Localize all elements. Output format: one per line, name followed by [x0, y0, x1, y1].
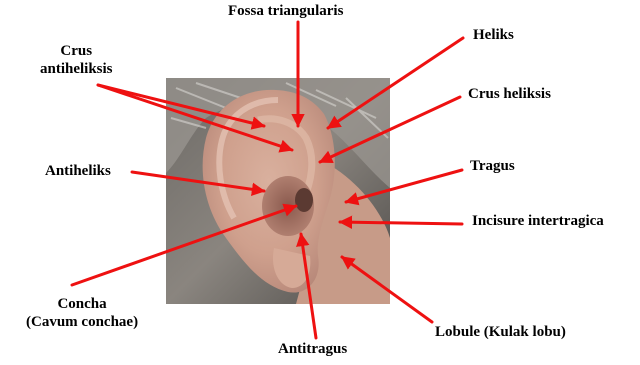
- label-tragus: Tragus: [470, 157, 515, 175]
- label-concha-line1: Concha: [26, 295, 138, 313]
- label-heliks: Heliks: [473, 26, 514, 44]
- label-incisure-intertragica: Incisure intertragica: [472, 212, 604, 230]
- label-crus-antiheliksis: Crus antiheliksis: [40, 42, 113, 78]
- label-antitragus: Antitragus: [278, 340, 347, 358]
- label-crus-line1: Crus: [40, 42, 113, 60]
- label-concha-line2: (Cavum conchae): [26, 313, 138, 331]
- label-lobule: Lobule (Kulak lobu): [435, 323, 566, 341]
- label-crus-line2: antiheliksis: [40, 60, 113, 78]
- arrow-heliks: [328, 38, 463, 128]
- arrow-antiheliks: [132, 172, 264, 191]
- arrow-crus-antiheliksis-1: [98, 85, 264, 126]
- arrow-tragus: [346, 170, 462, 202]
- arrow-antitragus: [301, 234, 316, 338]
- arrow-concha: [72, 206, 296, 285]
- label-antiheliks: Antiheliks: [45, 162, 111, 180]
- arrow-crus-heliksis: [320, 97, 460, 162]
- arrow-lobule: [342, 257, 432, 322]
- label-crus-heliksis: Crus heliksis: [468, 85, 551, 103]
- arrow-incisure-intertragica: [340, 222, 462, 224]
- arrow-crus-antiheliksis-2: [98, 85, 292, 150]
- label-concha: Concha (Cavum conchae): [26, 295, 138, 331]
- label-fossa-triangularis: Fossa triangularis: [228, 2, 343, 20]
